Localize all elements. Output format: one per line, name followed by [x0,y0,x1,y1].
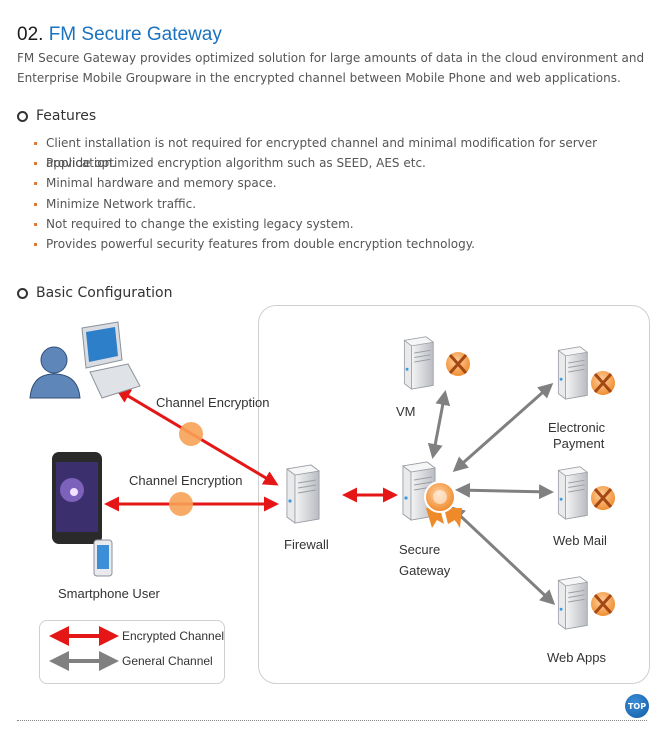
label-secure: Secure [399,542,441,557]
webapps-server-icon [557,576,588,630]
list-item: Provides powerful security features from… [34,234,668,254]
label-channel-encryption-1: Channel Encryption [156,395,270,410]
label-smartphone-user: Smartphone User [58,586,160,601]
legend-encrypted-label: Encrypted Channel [122,629,225,643]
list-item: Client installation is not required for … [34,133,668,170]
config-heading: Basic Configuration [17,285,172,301]
list-item: Not required to change the existing lega… [34,214,668,234]
label-gateway: Gateway [399,563,451,578]
certified-medal-icon [424,481,462,528]
blocked-medal-icon [589,484,617,512]
label-web-apps: Web Apps [547,650,607,665]
encryption-node-icon [179,422,203,446]
desktop-user-icon [29,321,141,399]
label-payment: Payment [553,436,605,451]
circle-bullet-icon [17,287,28,299]
firewall-server-icon [286,464,320,524]
features-heading: Features [17,108,96,124]
features-heading-label: Features [36,108,97,124]
webmail-server-icon [557,466,588,520]
label-channel-encryption-2: Channel Encryption [129,473,243,488]
connector-gateway-vm [427,390,451,459]
list-item: Provide optimized encryption algorithm s… [34,153,668,173]
legend-general-label: General Channel [122,654,213,668]
connector-gateway-payment [452,383,554,472]
blocked-medal-icon [444,350,472,378]
config-heading-label: Basic Configuration [36,285,173,301]
page-title: 02. FM Secure Gateway [17,24,222,46]
list-item: Minimize Network traffic. [34,194,668,214]
connector-gateway-webmail [455,482,554,500]
label-web-mail: Web Mail [553,533,607,548]
label-firewall: Firewall [284,537,329,552]
payment-server-icon [557,346,588,400]
connector-gateway-webapps [449,505,556,606]
product-name: FM Secure Gateway [48,24,222,45]
label-vm: VM [396,404,416,419]
vm-server-icon [403,336,434,390]
label-electronic: Electronic [548,420,606,435]
features-list: Client installation is not required for … [34,133,668,254]
section-number: 02. [17,24,44,45]
footer-divider [17,720,647,721]
blocked-medal-icon [589,369,617,397]
encryption-node-icon [169,492,193,516]
blocked-medal-icon [589,590,617,618]
intro-text: FM Secure Gateway provides optimized sol… [17,51,645,85]
circle-bullet-icon [17,110,28,122]
back-to-top-button[interactable]: TOP [625,694,649,718]
list-item: Minimal hardware and memory space. [34,173,668,193]
smartphone-icon [52,452,113,577]
